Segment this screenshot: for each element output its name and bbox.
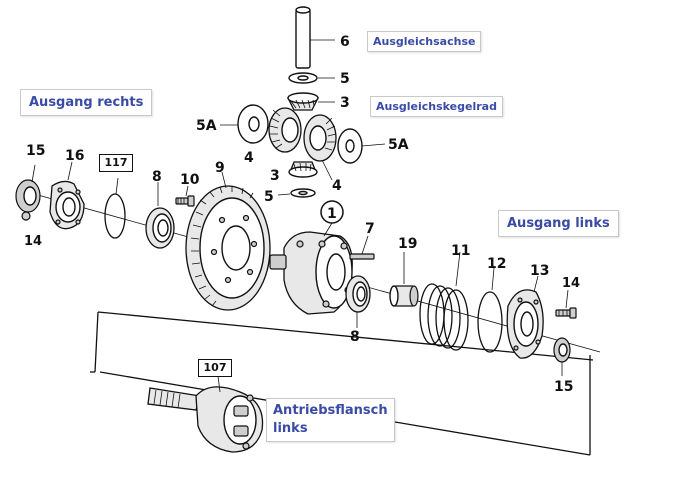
part-number-14-right: 14	[562, 276, 580, 291]
ref-box-117: 117	[99, 154, 133, 172]
part-number-13: 13	[530, 263, 549, 279]
label-ausgleichsachse: Ausgleichsachse	[367, 31, 482, 52]
part-10-bolt	[175, 185, 195, 207]
part-8-bearing-right	[345, 275, 371, 328]
part-number-11: 11	[451, 243, 470, 259]
part-5-washer-bottom	[277, 188, 316, 198]
part-13-flange-right	[506, 275, 544, 359]
part-8-bearing-left	[145, 182, 175, 249]
part-4-bevel-right	[303, 114, 337, 181]
ref-box-107: 107	[198, 359, 232, 377]
part-6-shaft	[295, 6, 335, 69]
part-11-shims	[419, 251, 469, 351]
part-14-bolt-right	[555, 289, 577, 319]
label-antriebsflansch: Antriebsflansch links	[266, 398, 395, 442]
part-number-5A-right: 5A	[388, 137, 409, 153]
part-number-9: 9	[215, 160, 225, 176]
part-number-6: 6	[340, 34, 350, 50]
part-number-1-circle: 1	[320, 200, 344, 237]
part-number-3-bottom: 3	[270, 168, 280, 184]
part-4-bevel-left	[268, 107, 302, 153]
part-number-7: 7	[365, 221, 375, 237]
part-number-15-left: 15	[26, 143, 45, 159]
part-number-8-right: 8	[350, 329, 360, 345]
part-number-3-top: 3	[340, 95, 350, 111]
part-number-8-left: 8	[152, 169, 162, 185]
part-19-sleeve	[389, 252, 419, 307]
part-number-1: 1	[327, 206, 337, 222]
part-number-19: 19	[398, 236, 417, 252]
label-ausgang-links: Ausgang links	[498, 210, 619, 237]
part-number-16: 16	[65, 148, 84, 164]
part-3-bevel-bottom	[288, 161, 318, 178]
part-16-flange	[49, 161, 85, 230]
part-5-washer-top	[288, 72, 335, 84]
part-number-5-bottom: 5	[264, 189, 274, 205]
part-14-plug-left	[21, 211, 31, 221]
part-117-oring	[104, 177, 126, 239]
part-15-seal-left	[15, 164, 41, 213]
part-number-14-left: 14	[24, 234, 42, 249]
part-9-ring-gear	[185, 171, 271, 311]
label-ausgleichskegelrad: Ausgleichskegelrad	[370, 96, 503, 117]
part-5A-washer-right	[337, 128, 386, 164]
part-12-oring-right	[477, 267, 503, 353]
part-number-4-left: 4	[244, 150, 254, 166]
part-7-pin	[349, 235, 375, 260]
label-antriebsflansch-line2: links	[273, 421, 308, 436]
label-antriebsflansch-line1: Antriebsflansch	[273, 403, 388, 418]
part-5A-washer-left	[220, 104, 269, 144]
part-number-10: 10	[180, 172, 200, 188]
label-ausgang-rechts: Ausgang rechts	[20, 89, 153, 116]
part-number-5-top: 5	[340, 71, 350, 87]
part-number-5A-left: 5A	[196, 118, 217, 134]
part-number-4-right: 4	[332, 178, 342, 194]
part-1-diff-housing	[269, 231, 353, 315]
part-number-12: 12	[487, 256, 506, 272]
part-3-bevel-top	[286, 92, 335, 111]
part-15-seal-right	[553, 337, 571, 376]
part-number-15-right: 15	[554, 379, 573, 395]
part-107-drive-flange	[147, 375, 264, 453]
